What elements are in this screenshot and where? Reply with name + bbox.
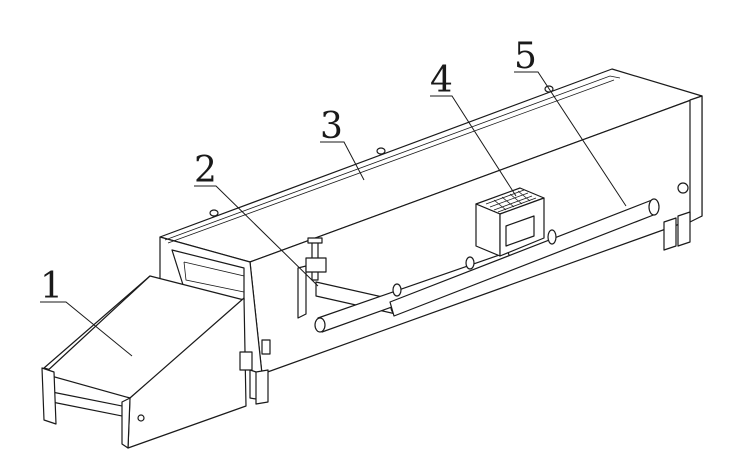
leader-3 xyxy=(320,141,365,181)
plate-hole xyxy=(137,414,145,422)
inclined-conveyor xyxy=(41,275,271,449)
switch-box xyxy=(239,351,253,371)
lid-hinge-2 xyxy=(376,147,386,155)
conveyor-front-plate-edge xyxy=(121,397,131,449)
label-2: 2 xyxy=(194,150,217,191)
lower-roller-end xyxy=(314,317,326,333)
conveyor-rod-2 xyxy=(51,401,133,419)
clamp-block xyxy=(305,257,327,273)
leader-1 xyxy=(40,301,133,357)
label-4: 4 xyxy=(430,60,453,101)
long-rod-end xyxy=(648,198,660,216)
part-labels: 1 2 3 4 5 xyxy=(40,36,537,307)
clamp-bracket xyxy=(297,265,307,319)
label-3: 3 xyxy=(320,106,343,147)
long-rod xyxy=(389,198,660,317)
label-1: 1 xyxy=(40,266,63,307)
switch-knob xyxy=(261,339,271,355)
inlet-frame xyxy=(183,261,245,293)
roller-collar-1 xyxy=(465,256,475,270)
long-rod-collar xyxy=(547,229,557,245)
lid-seam xyxy=(164,75,621,241)
leg-left-back xyxy=(255,369,269,405)
lid-seam-2 xyxy=(167,79,615,244)
label-5: 5 xyxy=(514,36,537,77)
box-window xyxy=(505,215,535,247)
leader-2 xyxy=(194,185,319,287)
leg-right-front xyxy=(663,217,677,251)
box-unit xyxy=(475,187,545,257)
leader-5 xyxy=(514,71,627,207)
side-hole xyxy=(677,182,689,194)
clamp-screw-head xyxy=(307,237,323,244)
box-grille xyxy=(485,189,537,213)
conveyor-rod-1 xyxy=(51,391,133,409)
leader-4 xyxy=(430,95,517,197)
leader-lines xyxy=(40,71,627,357)
roller-collar-2 xyxy=(392,283,402,297)
leg-right-back xyxy=(677,211,691,247)
conveyor-leg-left xyxy=(41,367,57,425)
lid-hinge-1 xyxy=(209,209,219,217)
housing-end-face xyxy=(689,95,703,223)
